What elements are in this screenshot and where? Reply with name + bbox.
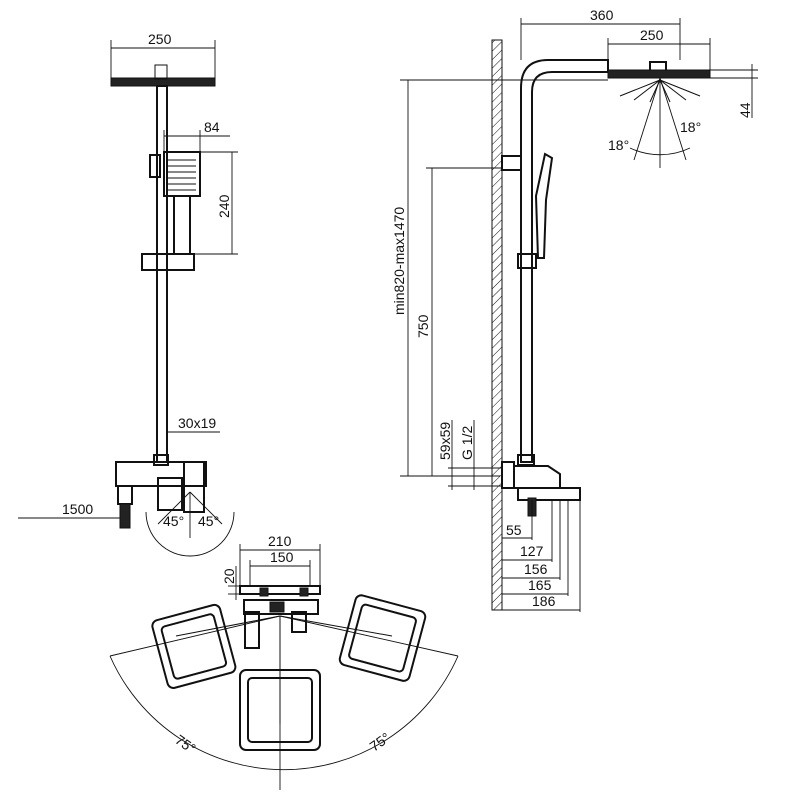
front-spout (157, 477, 183, 511)
front-shower-pipe (156, 85, 168, 463)
top-rotation-arcs (109, 615, 459, 790)
side-mixer-nut (517, 454, 535, 466)
dim-top-depth-20: 20 (221, 568, 237, 584)
front-handshower-handle (173, 195, 191, 255)
dim-top-angle-right: 75° (367, 729, 394, 754)
top-left-connector (259, 587, 269, 597)
side-handshower (534, 152, 554, 259)
dim-depth-127: 127 (520, 543, 544, 559)
dim-side-head-width: 250 (640, 27, 664, 43)
front-inlet-connector (117, 485, 133, 505)
top-handle-left-stem (175, 615, 281, 637)
side-slide-holder (517, 253, 537, 269)
top-center-connector (269, 601, 285, 613)
dim-holder-height: 750 (415, 314, 431, 338)
front-upper-bracket (149, 154, 161, 178)
head-tilt-arcs (629, 77, 691, 168)
front-mixer-nut (153, 454, 169, 466)
top-right-connector (299, 587, 309, 597)
dim-top-width-210: 210 (268, 533, 292, 549)
dim-depth-186: 186 (532, 593, 556, 609)
side-spout (517, 487, 581, 501)
dim-handshower-width: 84 (204, 119, 220, 135)
top-handle-right (338, 594, 427, 682)
front-handshower-head (163, 151, 201, 197)
front-hose-connector (119, 503, 131, 529)
dim-top-width-150: 150 (270, 549, 294, 565)
front-mixer-body (115, 461, 207, 487)
dim-side-arm-reach: 360 (590, 7, 614, 23)
side-mixer-wall-plate (501, 461, 515, 489)
front-view: 250 84 240 30x19 1500 45° 45° (18, 31, 238, 557)
top-view: 75° 75° 210 150 20 (109, 533, 459, 790)
front-lever-rotation-arcs (145, 491, 235, 557)
front-slide-holder (141, 253, 195, 271)
dim-height-range: min820-max1470 (391, 207, 407, 315)
front-handshower-nozzles (168, 159, 196, 191)
dim-handshower-height: 240 (216, 194, 232, 218)
dim-head-thickness: 44 (737, 102, 753, 118)
dim-top-angle-left: 75° (172, 731, 199, 756)
dim-depth-156: 156 (524, 561, 548, 577)
side-upper-bracket (501, 155, 522, 171)
side-view: 360 250 44 18° 18° min820-max1470 750 59… (391, 7, 758, 612)
side-rain-shower-head (607, 69, 711, 79)
front-mixer-lever (183, 461, 205, 513)
front-head-connector (154, 64, 168, 80)
top-mixer-body (243, 599, 319, 615)
dim-head-tilt-left: 18° (608, 137, 629, 153)
wall (491, 39, 503, 611)
dim-depth-55: 55 (506, 522, 522, 538)
dim-pipe-section: 30x19 (178, 415, 216, 431)
top-spout (244, 611, 260, 649)
side-mixer-body (513, 465, 561, 489)
dim-front-angle-left: 45° (163, 513, 184, 529)
top-handle-left (151, 603, 237, 689)
dim-front-head-width: 250 (148, 31, 172, 47)
side-shower-arm (520, 59, 609, 463)
dim-thread-size: G 1/2 (459, 426, 475, 460)
top-wall-plate (239, 585, 321, 595)
dim-depth-165: 165 (528, 577, 552, 593)
dim-flange-size: 59x59 (437, 422, 453, 460)
dim-connection-length: 1500 (62, 501, 93, 517)
dim-front-angle-right: 45° (198, 513, 219, 529)
top-handle-right-stem (279, 615, 393, 637)
dim-head-tilt-right: 18° (680, 119, 701, 135)
